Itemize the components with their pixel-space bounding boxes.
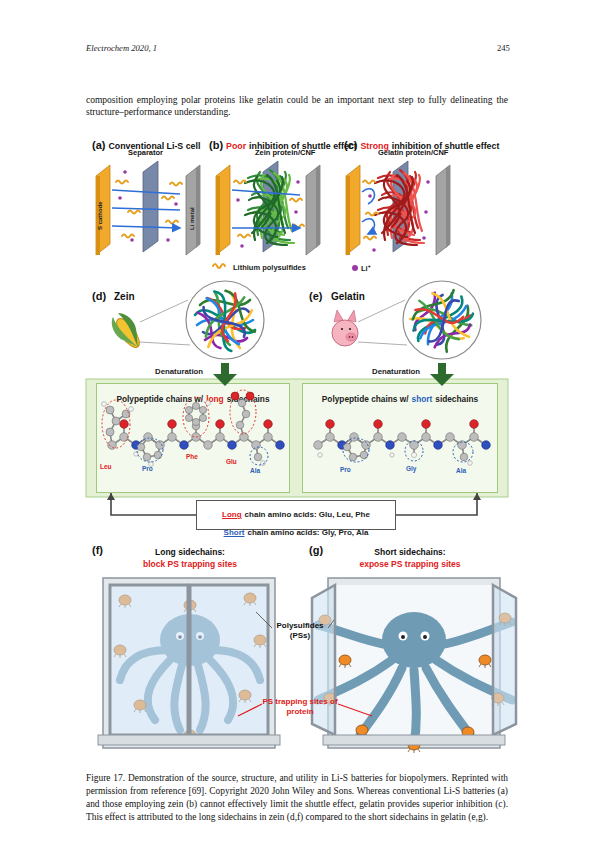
window-open (312, 578, 516, 753)
text-label: Pro (340, 466, 351, 473)
li-s-cell-conventional (96, 161, 200, 255)
text-label: Gelatin (331, 291, 365, 302)
node-text: chain amino acids: Glu, Leu, Phe (245, 510, 370, 519)
text-label: Zein (114, 291, 135, 302)
text-label: Ala (250, 467, 260, 474)
legend-dot (352, 265, 358, 271)
key-box: Longchain amino acids: Glu, Leu, PheShor… (196, 500, 396, 530)
connector (107, 493, 196, 515)
legend-swatch (212, 261, 228, 271)
figure-caption: Figure 17. Demonstration of the source, … (86, 772, 508, 824)
text-label: (f) (92, 544, 103, 556)
text-label: Li metal (189, 207, 195, 230)
text-label: (g) (309, 544, 323, 556)
text-label: (d) (92, 290, 106, 302)
node-text: Polypeptide chains w/ (322, 394, 409, 404)
chain-panel: Polypeptide chains w/shortsidechains (302, 383, 498, 493)
text-label: Denaturation (372, 367, 420, 376)
text-label: 245 (497, 43, 510, 53)
arrow-head (473, 493, 481, 500)
node-text: sidechains (227, 394, 270, 404)
node-text: short (412, 394, 433, 404)
text-line: Longchain amino acids: Glu, Leu, Phe (197, 503, 395, 521)
node-text: Short (224, 528, 245, 537)
text-label: (e) (309, 290, 322, 302)
text-label: block PS trapping sites (115, 559, 265, 569)
text-label: Gelatin protein/CNF (378, 148, 448, 157)
legend-text: Li⁺ (361, 263, 371, 273)
text-label: Short sidechains: (335, 547, 485, 557)
heading-text: Poor (226, 141, 246, 151)
node-text: Long (222, 510, 242, 519)
text-label: Gly (406, 465, 416, 472)
arrow-head (107, 493, 115, 500)
text-label: Pro (142, 465, 153, 472)
node-text: chain amino acids: Gly, Pro, Ala (247, 528, 368, 537)
connector (396, 493, 481, 515)
connector-line (396, 493, 477, 515)
connector-line (111, 493, 196, 515)
text-label: S cathode (97, 201, 103, 230)
leader-lines (238, 612, 372, 716)
text-label: Leu (100, 463, 112, 470)
text-label: Glu (226, 458, 237, 465)
text-label: Electrochem 2020, 1 (86, 43, 157, 53)
text-label: PS trapping sites of protein (258, 697, 342, 716)
heading-text: (a) (92, 139, 105, 151)
zein-protein (107, 280, 265, 386)
li-s-cell-zein (216, 161, 320, 255)
li-s-cell-gelatin (346, 161, 450, 255)
node-text: sidechains (435, 394, 478, 404)
legend-text: Lithium polysulfides (233, 263, 306, 272)
text-label: Phe (186, 453, 198, 460)
text-line: Shortchain amino acids: Gly, Pro, Ala (197, 521, 395, 539)
text-label: expose PS trapping sites (335, 559, 485, 569)
chain-panel-bg (86, 379, 508, 497)
heading-text: (c) (344, 139, 357, 151)
node-text: long (206, 394, 224, 404)
window-closed (98, 578, 280, 748)
text-line: Polypeptide chains w/shortsidechains (303, 388, 497, 406)
legend-squiggle (213, 264, 225, 268)
text-label: Ala (456, 467, 466, 474)
text-label: composition employing polar proteins lik… (86, 94, 508, 119)
gelatin-protein (332, 280, 482, 386)
text-label: Polysulfides (PSs) (268, 621, 332, 640)
text-line: Polypeptide chains w/longsidechains (97, 388, 289, 406)
text-label: Separator (128, 148, 163, 157)
heading-text: (b) (209, 139, 223, 151)
text-label: Zein protein/CNF (255, 148, 315, 157)
node-text: Polypeptide chains w/ (116, 394, 203, 404)
chain-panel: Polypeptide chains w/longsidechains (96, 383, 290, 493)
text-label: Long sidechains: (115, 547, 265, 557)
text-label: Denaturation (155, 367, 203, 376)
